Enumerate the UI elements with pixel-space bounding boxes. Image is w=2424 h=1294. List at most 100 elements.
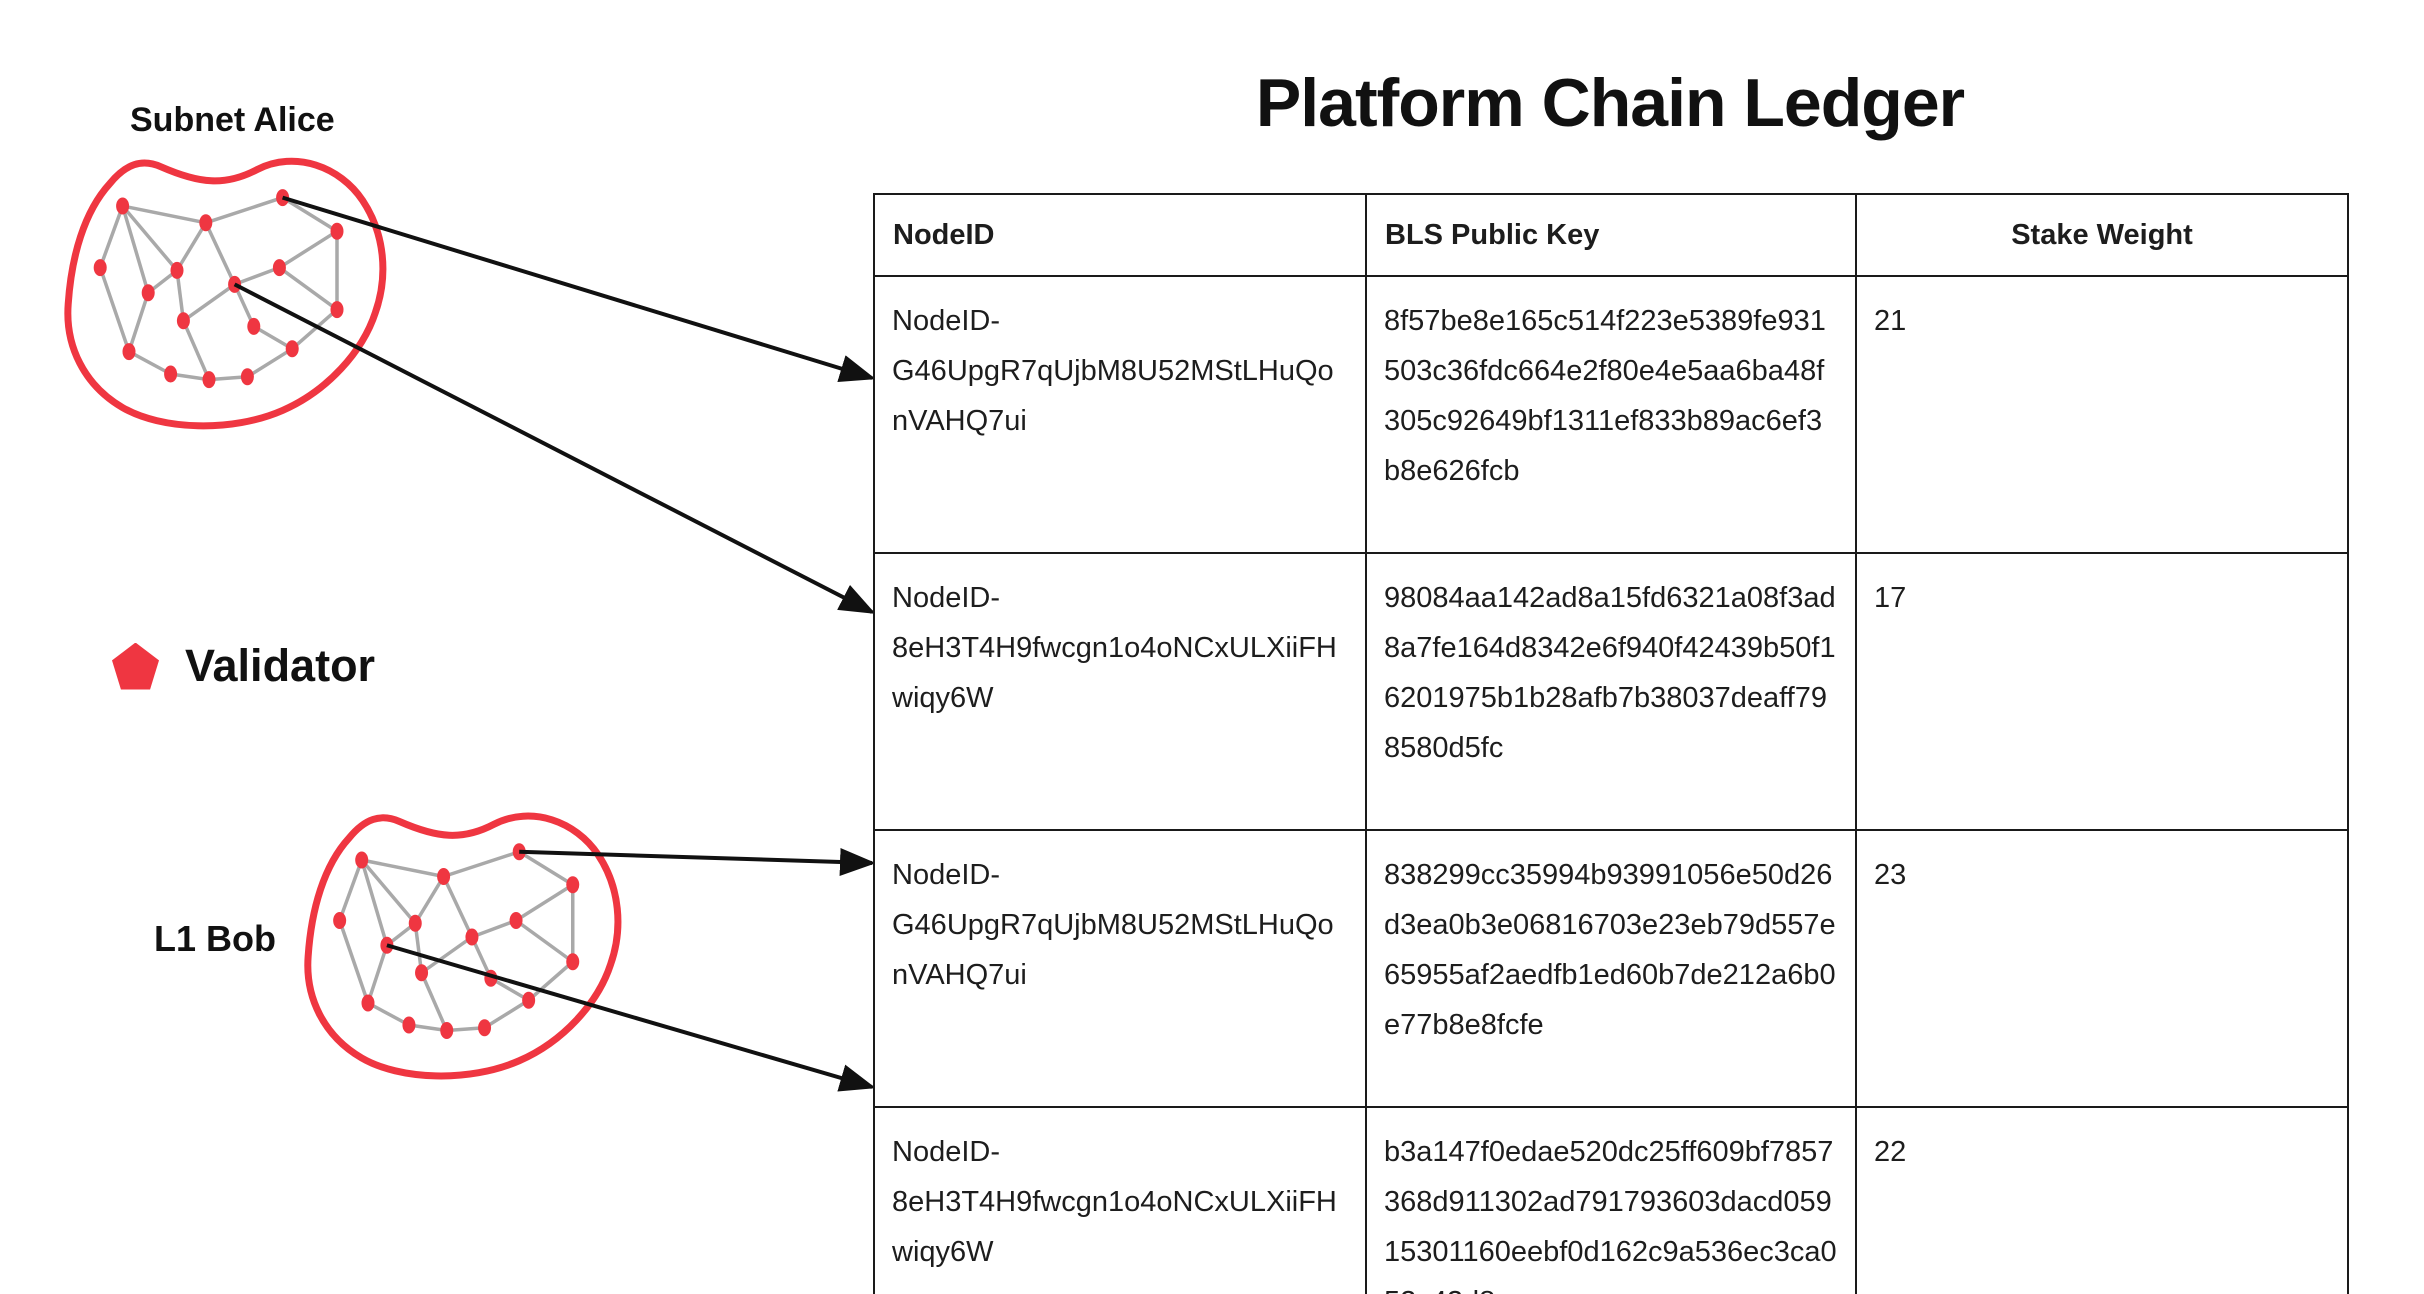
validator-to-ledger-arrow bbox=[386, 943, 876, 1092]
validator-node bbox=[272, 259, 286, 277]
network-edge bbox=[360, 858, 417, 925]
network-edge bbox=[483, 998, 530, 1030]
validator-node bbox=[276, 189, 290, 207]
network-edge bbox=[127, 292, 150, 353]
network-edge bbox=[205, 195, 284, 225]
validator-node bbox=[355, 851, 369, 869]
node-id-cell: NodeID-G46UpgR7qUjbM8U52MStLHuQonVAHQ7ui bbox=[873, 275, 1367, 554]
network-edge bbox=[98, 267, 131, 353]
page-title: Platform Chain Ledger bbox=[1255, 65, 1965, 141]
validator-node bbox=[116, 197, 130, 215]
network-edge bbox=[233, 283, 256, 328]
node-id-cell: NodeID-G46UpgR7qUjbM8U52MStLHuQonVAHQ7ui bbox=[873, 829, 1367, 1108]
validator-node bbox=[415, 964, 429, 982]
network-edge bbox=[367, 1001, 410, 1027]
validator-node bbox=[478, 1019, 492, 1037]
validator-node bbox=[408, 914, 422, 932]
stake-weight-cell: 22 bbox=[1855, 1106, 2349, 1294]
network-edge bbox=[182, 282, 236, 323]
validator-node bbox=[285, 340, 299, 358]
validator-node bbox=[566, 876, 580, 894]
validator-legend: Validator bbox=[112, 640, 375, 692]
validator-node bbox=[465, 928, 479, 946]
network-edge bbox=[175, 221, 208, 272]
validator-node bbox=[512, 843, 526, 861]
network-edge bbox=[337, 919, 370, 1004]
network-edge bbox=[252, 324, 294, 351]
network-edge bbox=[442, 875, 474, 938]
network-edge bbox=[233, 265, 281, 287]
validator-legend-label: Validator bbox=[185, 640, 376, 691]
validator-to-ledger-arrow bbox=[282, 195, 876, 383]
validator-to-ledger-arrow bbox=[233, 282, 876, 614]
validator-to-ledger-arrow bbox=[519, 847, 876, 876]
subnet-alice-label: Subnet Alice bbox=[130, 101, 335, 139]
network-edge bbox=[360, 859, 389, 946]
validator-node bbox=[202, 371, 216, 389]
table-row: NodeID-G46UpgR7qUjbM8U52MStLHuQonVAHQ7ui… bbox=[873, 829, 2349, 1108]
validator-node bbox=[122, 343, 136, 361]
network-edge bbox=[291, 308, 339, 351]
validator-node bbox=[330, 222, 344, 240]
table-row: NodeID-8eH3T4H9fwcgn1o4oNCxULXiiFHwiqy6W… bbox=[873, 1106, 2349, 1294]
network-edge bbox=[527, 960, 574, 1002]
network-edge bbox=[489, 976, 530, 1002]
platform-chain-ledger-table: NodeID BLS Public Key Stake Weight NodeI… bbox=[873, 193, 2349, 1294]
node-id-cell: NodeID-8eH3T4H9fwcgn1o4oNCxULXiiFHwiqy6W bbox=[873, 1106, 1367, 1294]
network-edge bbox=[281, 196, 338, 233]
network-edge bbox=[278, 266, 339, 312]
subnet-bob-label: L1 Bob bbox=[154, 918, 276, 959]
validator-node bbox=[402, 1016, 416, 1034]
validator-node bbox=[509, 912, 523, 929]
network-edge bbox=[446, 1026, 485, 1033]
table-row: NodeID-G46UpgR7qUjbM8U52MStLHuQonVAHQ7ui… bbox=[873, 275, 2349, 554]
validator-pentagon-icon bbox=[112, 642, 159, 690]
network-edge bbox=[470, 936, 493, 979]
validator-node bbox=[247, 317, 261, 335]
network-edge bbox=[98, 205, 125, 269]
network-edge bbox=[170, 372, 210, 382]
table-header-row: NodeID BLS Public Key Stake Weight bbox=[873, 193, 2349, 277]
bls-public-key-cell: 838299cc35994b93991056e50d26d3ea0b3e0681… bbox=[1365, 829, 1857, 1108]
network-edge bbox=[385, 921, 417, 947]
validator-node bbox=[330, 301, 344, 319]
header-stake-weight: Stake Weight bbox=[1855, 193, 2349, 277]
validator-node bbox=[333, 912, 347, 929]
network-edge bbox=[204, 222, 237, 286]
network-edge bbox=[128, 350, 172, 376]
validator-node bbox=[522, 991, 536, 1009]
table-row: NodeID-8eH3T4H9fwcgn1o4oNCxULXiiFHwiqy6W… bbox=[873, 552, 2349, 831]
validator-node bbox=[437, 868, 451, 885]
network-edge bbox=[338, 859, 364, 922]
stake-weight-cell: 23 bbox=[1855, 829, 2349, 1108]
network-edge bbox=[278, 229, 338, 270]
validator-node bbox=[484, 969, 498, 987]
validator-node bbox=[199, 214, 213, 232]
network-edge bbox=[408, 1023, 448, 1033]
subnet-alice-boundary bbox=[68, 161, 383, 426]
network-edge bbox=[181, 320, 211, 381]
header-nodeid: NodeID bbox=[873, 193, 1367, 277]
stake-weight-cell: 17 bbox=[1855, 552, 2349, 831]
validator-node bbox=[176, 312, 190, 330]
network-edge bbox=[121, 204, 179, 272]
network-edge bbox=[120, 205, 150, 294]
network-edge bbox=[361, 858, 444, 879]
node-id-cell: NodeID-8eH3T4H9fwcgn1o4oNCxULXiiFHwiqy6W bbox=[873, 552, 1367, 831]
validator-node bbox=[240, 368, 254, 386]
validator-node bbox=[440, 1022, 454, 1039]
validator-node bbox=[93, 259, 107, 277]
network-edge bbox=[420, 935, 473, 975]
validator-node bbox=[170, 261, 184, 279]
network-edge bbox=[413, 875, 446, 925]
network-edge bbox=[366, 944, 389, 1004]
network-edge bbox=[443, 850, 520, 879]
network-edge bbox=[515, 919, 574, 964]
network-edge bbox=[208, 375, 248, 382]
network-edge bbox=[413, 923, 424, 973]
subnet-bob-boundary bbox=[308, 816, 618, 1076]
validator-node bbox=[380, 936, 394, 954]
validator-node bbox=[141, 284, 155, 302]
validator-node bbox=[361, 994, 375, 1012]
